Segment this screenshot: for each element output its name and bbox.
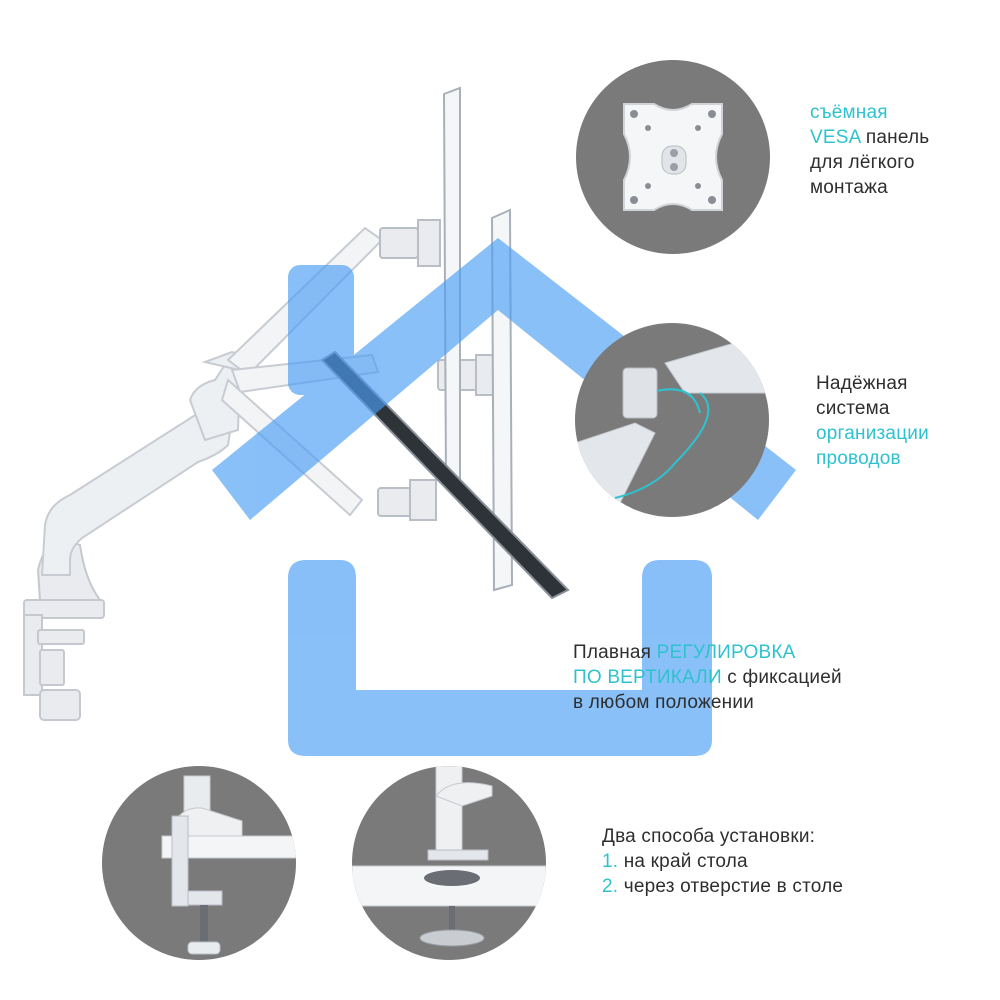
mount-caption: Два способа установки: 1. на край стола … [602,824,843,899]
cable-caption-line3: организации [816,423,929,444]
mount-caption-item2: 2. через отверстие в столе [602,874,843,899]
cable-caption: Надёжная система организации проводов [816,371,929,471]
mount-caption-item1-num: 1. [602,851,619,872]
height-caption-line3: в любом положении [573,692,754,713]
height-caption-accent1: РЕГУЛИРОВКА [656,642,796,663]
height-caption-accent2: ПО ВЕРТИКАЛИ [573,667,722,688]
clamp-mount-circle [102,766,296,960]
grommet-mount-circle [352,766,546,960]
vesa-caption-line1: съёмная [810,102,888,123]
mount-caption-item2-num: 2. [602,876,619,897]
vesa-caption: съёмная VESA панель для лёгкого монтажа [810,100,929,200]
height-caption-rest: с фиксацией [721,667,842,688]
grommet-mount-icon [352,766,546,947]
cable-caption-line2: система [816,398,890,419]
cable-caption-line1: Надёжная [816,373,908,394]
height-caption-line1: Плавная РЕГУЛИРОВКА [573,640,842,665]
vesa-caption-vesa: VESA [810,127,861,148]
cable-caption-line4: проводов [816,448,901,469]
vesa-caption-panel: панель [860,127,930,148]
desk-clamp-icon [161,775,296,955]
mount-caption-title: Два способа установки: [602,826,816,847]
cable-detail-circle [575,323,769,517]
mount-caption-item1-text: на край стола [618,851,748,872]
vesa-caption-line4: монтажа [810,177,888,198]
vesa-plate-icon [623,103,723,211]
vesa-detail-circle [576,60,770,254]
cable-clip-icon [575,332,769,517]
vesa-caption-line2: VESA панель [810,125,929,150]
mount-caption-item2-text: через отверстие в столе [618,876,844,897]
height-caption-line2: ПО ВЕРТИКАЛИ с фиксацией [573,665,842,690]
vesa-caption-line3: для лёгкого [810,152,915,173]
mount-caption-item1: 1. на край стола [602,849,843,874]
height-caption-prefix: Плавная [573,642,657,663]
height-caption: Плавная РЕГУЛИРОВКА ПО ВЕРТИКАЛИ с фикса… [573,640,842,715]
